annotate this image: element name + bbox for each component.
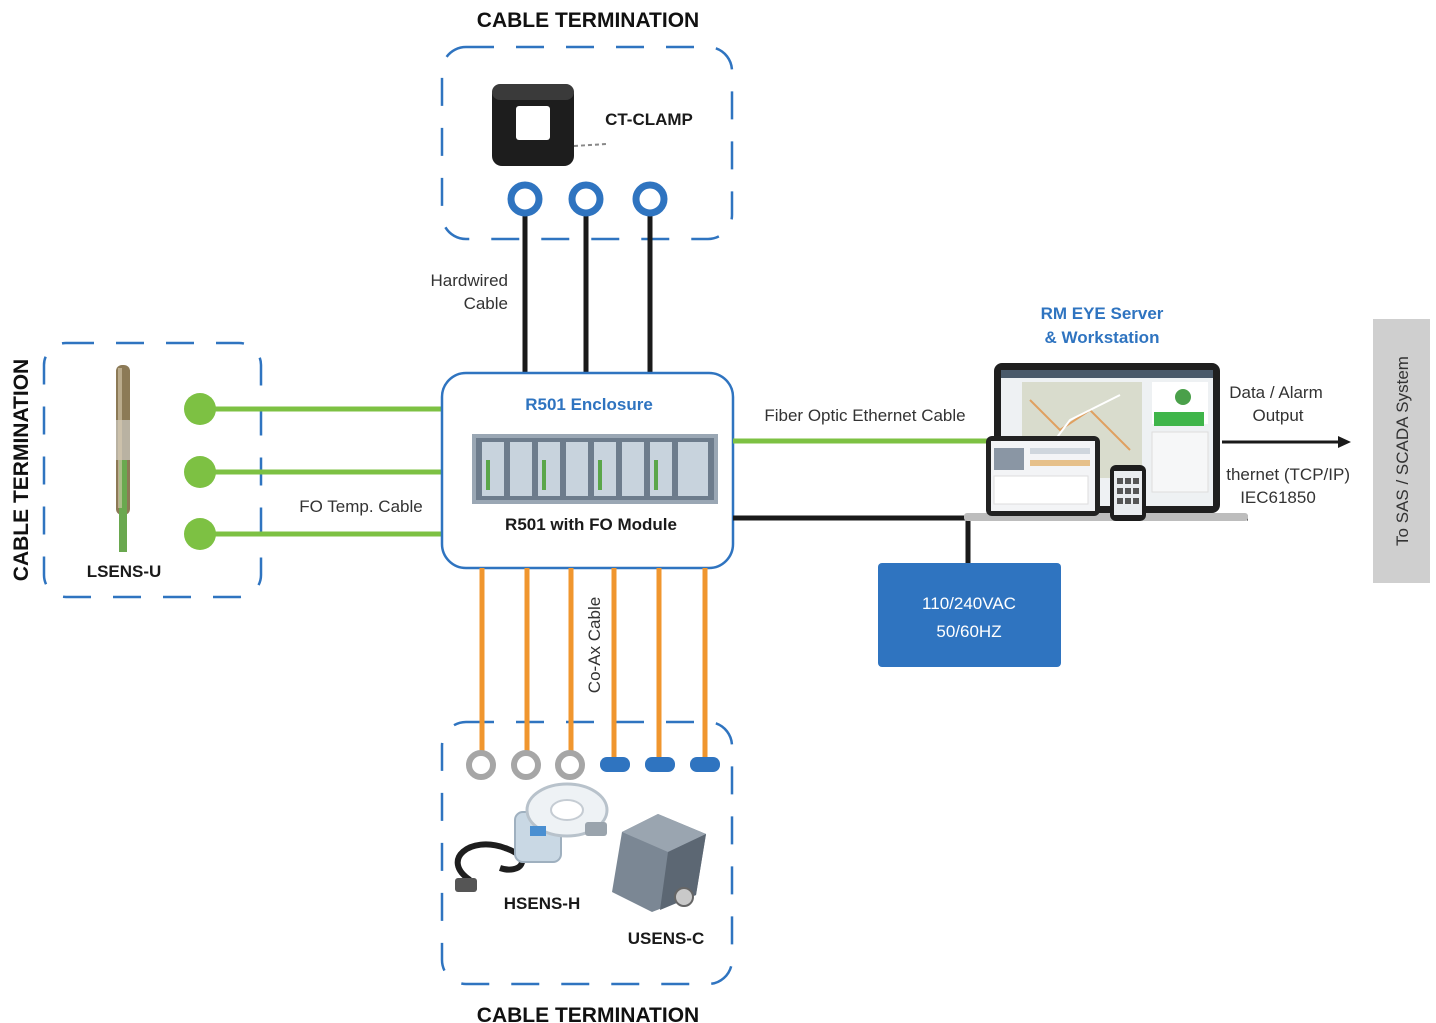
ct-connectors (507, 181, 668, 217)
ct-clamp-image (492, 84, 607, 166)
coax-pill-connectors (600, 757, 720, 772)
ethernet-label-line2: IEC61850 (1240, 488, 1316, 507)
top-termination-title: CABLE TERMINATION (477, 9, 699, 32)
coax-ring-connectors (466, 750, 585, 780)
data-alarm-label-line1: Data / Alarm (1229, 383, 1323, 402)
power-label-line2: 50/60HZ (936, 622, 1001, 641)
fiber-optic-label: Fiber Optic Ethernet Cable (764, 406, 965, 425)
fo-temp-label: FO Temp. Cable (299, 497, 422, 516)
left-termination-title: CABLE TERMINATION (10, 359, 33, 581)
scada-box (1373, 319, 1430, 583)
ethernet-label-line1: thernet (TCP/IP) (1226, 465, 1350, 484)
coax-cables (479, 568, 708, 760)
top-termination-box (440, 45, 734, 241)
workstation-tablet-image (986, 436, 1100, 516)
lsens-probe-image (116, 365, 130, 552)
usens-label: USENS-C (628, 929, 705, 948)
output-arrow-head (1338, 436, 1351, 448)
hardwired-label-line1: Hardwired (431, 271, 508, 290)
enclosure-module-label: R501 with FO Module (505, 515, 677, 534)
enclosure-title: R501 Enclosure (525, 395, 653, 414)
fo-temp-cables (200, 406, 442, 537)
hardwired-cables (522, 214, 653, 374)
lsens-label: LSENS-U (87, 562, 162, 581)
usens-c-image (612, 814, 706, 912)
hsens-h-image (454, 782, 609, 892)
hardwired-label-line2: Cable (464, 294, 508, 313)
scada-label: To SAS / SCADA System (1393, 356, 1412, 546)
ct-clamp-label: CT-CLAMP (605, 110, 693, 129)
bottom-termination-box (440, 720, 734, 986)
r501-rack-image (472, 434, 718, 504)
fo-connectors (184, 393, 216, 550)
workstation-phone-image (1110, 465, 1146, 521)
power-label-line1: 110/240VAC (922, 594, 1016, 613)
power-supply-box (878, 563, 1061, 667)
bottom-termination-title: CABLE TERMINATION (477, 1004, 699, 1023)
hsens-label: HSENS-H (504, 894, 581, 913)
data-alarm-label-line2: Output (1252, 406, 1303, 425)
coax-label: Co-Ax Cable (585, 597, 604, 693)
server-label-line2: & Workstation (1045, 328, 1160, 347)
server-label-line1: RM EYE Server (1041, 304, 1164, 323)
